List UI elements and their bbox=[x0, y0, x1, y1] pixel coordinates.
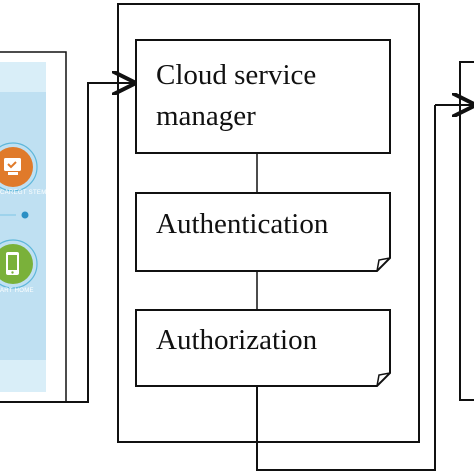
cloud-service-manager-label-line1: Cloud service bbox=[156, 59, 317, 91]
left-panel-caption-2: ART HOME bbox=[0, 288, 34, 294]
connector-authz-to-output bbox=[256, 105, 436, 471]
authentication-box bbox=[135, 192, 391, 272]
cloud-container bbox=[117, 3, 420, 443]
left-panel-caption-1: CAREGT STEMS bbox=[0, 190, 51, 196]
authentication-label: Authentication bbox=[156, 208, 329, 240]
right-container bbox=[459, 61, 474, 401]
arrow-panel-to-manager bbox=[0, 83, 134, 403]
authorization-box bbox=[135, 309, 391, 387]
left-device-panel bbox=[0, 51, 67, 403]
cloud-service-manager-box bbox=[135, 39, 391, 154]
smartphone-icon bbox=[0, 239, 38, 289]
health-monitor-icon bbox=[0, 142, 38, 192]
connector-dot bbox=[0, 211, 29, 219]
cloud-service-manager-label-line2: manager bbox=[156, 100, 256, 132]
authorization-label: Authorization bbox=[156, 324, 318, 356]
